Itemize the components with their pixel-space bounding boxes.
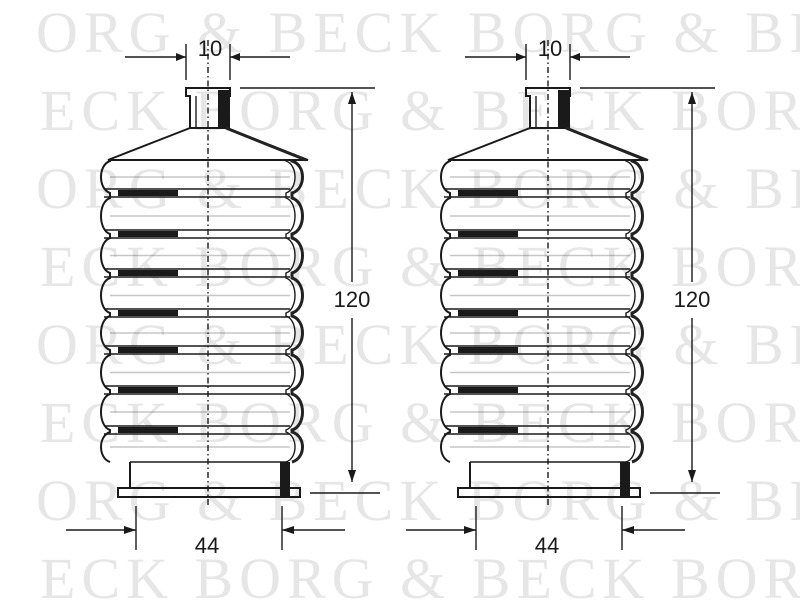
groove-inner-band — [118, 310, 178, 316]
arrowhead — [516, 53, 526, 61]
arrowhead — [688, 470, 696, 482]
convolution-section-outer — [290, 159, 304, 464]
boot-base-flange — [117, 487, 301, 498]
groove-inner-band — [458, 310, 518, 316]
convolution-section-inner — [625, 159, 636, 463]
arrowhead — [688, 92, 696, 104]
bottom-diameter-label: 44 — [535, 533, 559, 558]
top-diameter-label: 10 — [538, 36, 562, 61]
arrowhead — [176, 53, 186, 61]
watermark-text: ORG & BECK BORG & BECK — [36, 468, 800, 533]
arrowhead — [570, 53, 580, 61]
arrowhead — [124, 526, 136, 534]
cone-section-shading — [225, 126, 307, 162]
watermark-text: ECK BORG & BECK BOR — [40, 234, 800, 299]
groove-inner-band — [458, 387, 518, 393]
groove-inner-band — [118, 387, 178, 393]
arrowhead — [230, 53, 240, 61]
groove-inner-band — [458, 190, 518, 196]
boot-body — [406, 40, 720, 550]
boot-drawing-right: 10 120 44 — [406, 36, 720, 558]
groove-inner-band — [458, 231, 518, 237]
height-label: 120 — [334, 287, 371, 312]
arrowhead — [622, 526, 634, 534]
groove-inner-band — [118, 347, 178, 353]
convolution-section-inner — [285, 159, 296, 463]
skirt-section-shading — [280, 462, 290, 497]
convolution-outline-left — [100, 159, 111, 463]
watermark-text: ORG & BECK BORG & BECK — [36, 0, 800, 65]
skirt-section-shading — [620, 462, 630, 497]
watermark-text: ECK BORG & BECK BOR — [40, 78, 800, 143]
arrowhead — [282, 526, 294, 534]
arrowhead — [348, 92, 356, 104]
watermark-text: ORG & BECK BORG & BECK — [36, 312, 800, 377]
groove-inner-band — [458, 270, 518, 276]
arrowhead — [464, 526, 476, 534]
convolution-outline-left — [440, 159, 451, 463]
top-diameter-label: 10 — [198, 36, 222, 61]
cone-section-shading — [565, 126, 647, 162]
neck-section-shading — [558, 90, 570, 128]
watermark-text: ECK BORG & BECK BOR — [40, 390, 800, 455]
groove-inner-band — [118, 231, 178, 237]
watermark-text: ECK BORG & BECK BOR — [40, 546, 800, 600]
watermark-layer: ORG & BECK BORG & BECK ECK BORG & BECK BO… — [36, 0, 800, 600]
groove-inner-band — [118, 427, 178, 433]
groove-inner-band — [458, 427, 518, 433]
height-label: 120 — [674, 287, 711, 312]
bottom-diameter-label: 44 — [195, 533, 219, 558]
boot-drawing-left: 10 120 44 — [66, 36, 380, 558]
neck-section-shading — [218, 90, 230, 128]
groove-inner-band — [458, 347, 518, 353]
boot-body — [66, 40, 380, 550]
groove-inner-band — [118, 270, 178, 276]
groove-inner-band — [118, 190, 178, 196]
boot-base-flange — [457, 487, 641, 498]
convolution-section-outer — [630, 159, 644, 464]
arrowhead — [348, 470, 356, 482]
